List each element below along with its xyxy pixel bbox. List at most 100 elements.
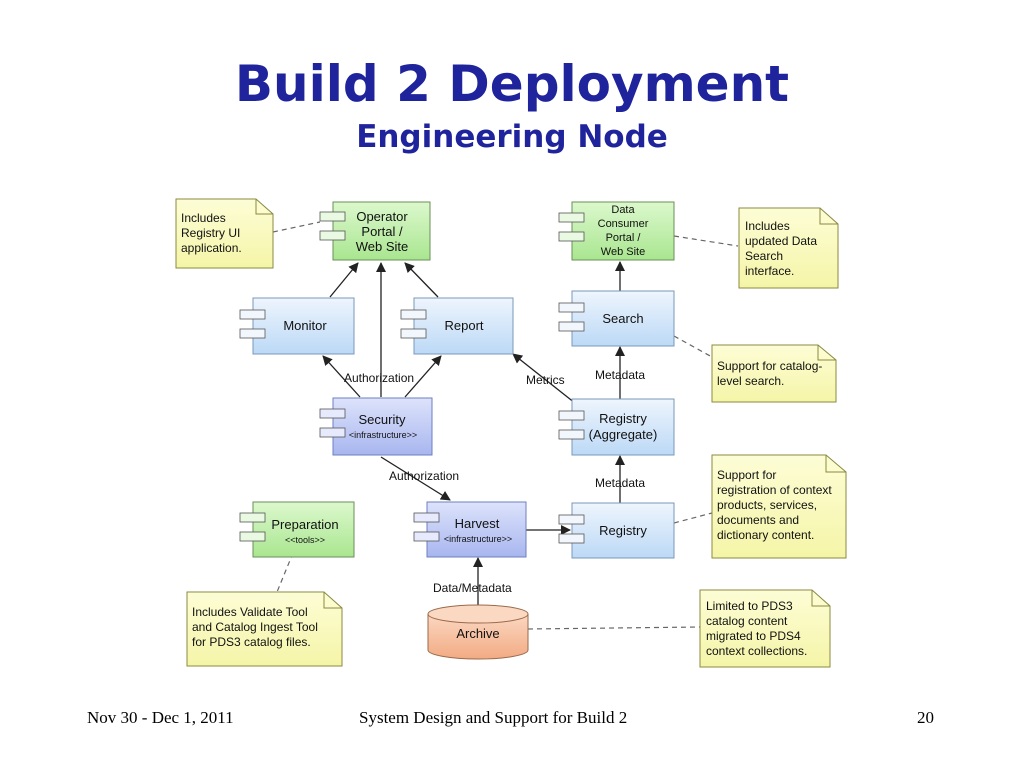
component-security: Security <infrastructure>> (319, 397, 433, 456)
node-label-harvest: Harvest (455, 516, 500, 531)
note-catalog-search: Support for catalog- level search. (711, 344, 837, 403)
component-operator-portal: Operator Portal / Web Site (319, 201, 431, 261)
svg-text:interface.: interface. (745, 264, 794, 278)
svg-text:(Aggregate): (Aggregate) (589, 427, 658, 442)
component-data-consumer-portal: Data Consumer Portal / Web Site (558, 201, 675, 261)
svg-text:Limited to PDS3: Limited to PDS3 (706, 599, 793, 613)
component-port (558, 302, 585, 313)
component-port (239, 309, 266, 320)
component-search: Search (558, 290, 675, 347)
component-port (319, 408, 346, 419)
node-label-line: Registry (599, 411, 647, 426)
note-registry-ui: Includes Registry UI application. (175, 198, 274, 269)
node-label-report: Report (444, 318, 483, 333)
node-label-line: Operator (356, 209, 408, 224)
node-label-line: Web Site (601, 246, 645, 258)
component-harvest: Harvest <infrastructure>> (413, 501, 527, 558)
footer-title: System Design and Support for Build 2 (359, 708, 628, 727)
note-line: and Catalog Ingest Tool (192, 620, 318, 634)
footer-date: Nov 30 - Dec 1, 2011 (87, 708, 234, 727)
svg-text:catalog content: catalog content (706, 614, 788, 628)
note-line: migrated to PDS4 (706, 629, 801, 643)
component-port (400, 309, 427, 320)
note-pds3: Limited to PDS3 catalog content migrated… (699, 589, 831, 668)
svg-text:Portal /: Portal / (606, 232, 642, 244)
note-line: documents and (717, 513, 799, 527)
edge-security-to-report (404, 355, 442, 398)
component-port (239, 531, 266, 542)
edge-security-to-harvest (380, 456, 451, 501)
component-port (400, 328, 427, 339)
note-line: context collections. (706, 644, 807, 658)
slide-subtitle: Engineering Node (356, 119, 668, 155)
component-port (239, 328, 266, 339)
note-line: Support for (717, 468, 776, 482)
note-registration: Support for registration of context prod… (711, 454, 847, 559)
node-label-security: Security (359, 412, 406, 427)
deployment-diagram: Authorization Metrics Metadata Authoriza… (175, 198, 847, 668)
note-line: registration of context (717, 483, 832, 497)
node-label-line: Portal / (606, 232, 642, 244)
node-label-preparation: Preparation (271, 517, 338, 532)
component-port (413, 512, 440, 523)
edge-monitor-to-operator (329, 262, 359, 298)
svg-text:Operator: Operator (356, 209, 408, 224)
node-label-line: Data (611, 204, 635, 216)
component-port (558, 212, 585, 223)
slide-title: Build 2 Deployment (234, 55, 790, 113)
component-port (558, 231, 585, 242)
component-port (558, 429, 585, 440)
edge-label-metrics: Metrics (526, 373, 565, 387)
svg-text:Web Site: Web Site (601, 246, 645, 258)
note-line: interface. (745, 264, 794, 278)
edge-registry-agg-to-report (512, 353, 581, 408)
component-port (239, 512, 266, 523)
note-line: updated Data (745, 234, 817, 248)
node-label-line: Web Site (356, 239, 409, 254)
svg-text:Registry UI: Registry UI (181, 226, 240, 240)
component-port (558, 410, 585, 421)
edge-report-to-operator (404, 262, 439, 298)
note-line: Support for catalog- (717, 359, 822, 373)
svg-text:context collections.: context collections. (706, 644, 807, 658)
connector-pds3-note (527, 626, 701, 630)
component-monitor: Monitor (239, 297, 355, 355)
svg-text:for PDS3 catalog files.: for PDS3 catalog files. (192, 635, 311, 649)
svg-text:Consumer: Consumer (598, 218, 649, 230)
component-registry-aggregate: Registry (Aggregate) (558, 398, 675, 456)
component-port (413, 531, 440, 542)
note-validate-tool: Includes Validate Tool and Catalog Inges… (186, 591, 343, 667)
note-line: level search. (717, 374, 784, 388)
svg-text:Portal /: Portal / (361, 224, 403, 239)
edge-label-data-metadata: Data/Metadata (433, 581, 512, 595)
node-stereotype-preparation: <<tools>> (285, 535, 325, 545)
connector-catalog-search-note (673, 335, 713, 358)
svg-text:Support for catalog-: Support for catalog- (717, 359, 822, 373)
note-line: catalog content (706, 614, 788, 628)
note-line: Includes (181, 211, 226, 225)
node-stereotype-security: <infrastructure>> (349, 430, 417, 440)
connector-validate-tool-note (276, 552, 294, 593)
svg-text:products, services,: products, services, (717, 498, 817, 512)
note-line: Limited to PDS3 (706, 599, 793, 613)
svg-text:migrated to PDS4: migrated to PDS4 (706, 629, 801, 643)
note-line: Includes (745, 219, 790, 233)
node-label-search: Search (602, 311, 643, 326)
note-line: Includes Validate Tool (192, 605, 308, 619)
svg-text:Search: Search (745, 249, 783, 263)
note-line: Registry UI (181, 226, 240, 240)
edge-label-metadata-top: Metadata (595, 368, 645, 382)
svg-text:updated Data: updated Data (745, 234, 817, 248)
svg-text:documents and: documents and (717, 513, 799, 527)
svg-text:registration of context: registration of context (717, 483, 832, 497)
edges (322, 261, 625, 607)
connector-registry-ui-note (272, 221, 321, 233)
edge-label-authorization-mid: Authorization (389, 469, 459, 483)
note-line: Search (745, 249, 783, 263)
component-preparation: Preparation <<tools>> (239, 501, 355, 558)
connector-registration-note (673, 512, 713, 524)
note-data-search: Includes updated Data Search interface. (738, 207, 839, 289)
component-port (319, 230, 346, 241)
component-port (558, 533, 585, 544)
note-connectors (272, 221, 739, 630)
